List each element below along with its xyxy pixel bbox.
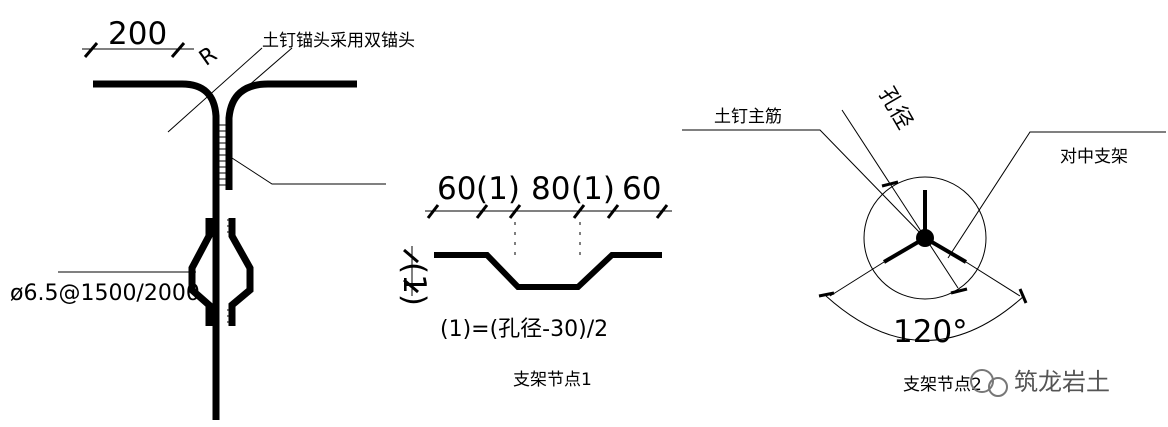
centering-label: 对中支架 (1060, 147, 1128, 167)
hole-circle (863, 176, 987, 300)
dim-1-left: (1) (476, 171, 520, 207)
dim-200-tick-right (170, 42, 186, 58)
dim-chain-ticks (426, 204, 669, 219)
watermark-logo-icon (970, 369, 994, 393)
angle-ray-right (965, 261, 1021, 297)
right-anchor-bar (225, 80, 357, 190)
side-dim-tick-top (403, 248, 419, 264)
angle-tick-left (818, 291, 835, 298)
side-dim-tick-bottom (403, 278, 419, 294)
angle-ray-left (829, 261, 885, 297)
radius-leader (167, 47, 263, 133)
weld-marks-bracket (211, 219, 230, 323)
anchor-note: 土钉锚头采用双锚头 (262, 31, 415, 51)
rebar-spec: ø6.5@1500/2000 (10, 281, 200, 306)
dim-200-tick-left (83, 42, 99, 58)
anchor-note-leader (231, 47, 293, 101)
centering-bracket-right (228, 218, 254, 326)
caption-node-2: 支架节点2 (903, 375, 982, 395)
hole-label: 孔径 (873, 83, 917, 134)
bracket-node-1: 60 (1) 80 (1) 60 (1) (1)=(孔径-30)/2 支架节点1 (396, 171, 672, 390)
bracket-bar (434, 252, 662, 290)
anchor-detail: 200 R 土钉锚头采用双锚头 (10, 16, 415, 420)
main-bar-leader (682, 129, 926, 239)
formula: (1)=(孔径-30)/2 (440, 317, 608, 342)
centering-bracket (188, 218, 213, 326)
radius-mark: R (195, 42, 222, 71)
angle-arc (825, 295, 1025, 341)
bracket-node-2: 土钉主筋 孔径 对中支架 120° 支架节点2 (682, 83, 1166, 395)
dim-200-text: 200 (108, 16, 167, 52)
watermark: 筑龙岩土 (970, 368, 1110, 397)
left-anchor-bar (93, 80, 220, 420)
hole-dim-line (841, 109, 959, 289)
angle-text: 120° (893, 314, 968, 350)
dim-60-left: 60 (437, 171, 476, 207)
watermark-text: 筑龙岩土 (1014, 368, 1110, 396)
centering-leader (947, 131, 1166, 259)
dim-60-right: 60 (622, 171, 661, 207)
caption-node-1: 支架节点1 (513, 370, 592, 390)
hole-dim-tick-1 (881, 180, 899, 188)
main-bar-label: 土钉主筋 (714, 107, 782, 127)
hole-dim-tick-2 (950, 287, 968, 295)
watermark-logo-icon-2 (988, 377, 1008, 397)
weld-marks-top (219, 124, 226, 186)
dim-1-right: (1) (571, 171, 615, 207)
angle-tick-right (1018, 288, 1028, 304)
side-dim-text: (1) (396, 262, 432, 306)
weld-leader (231, 157, 386, 185)
dim-80: 80 (531, 171, 570, 207)
